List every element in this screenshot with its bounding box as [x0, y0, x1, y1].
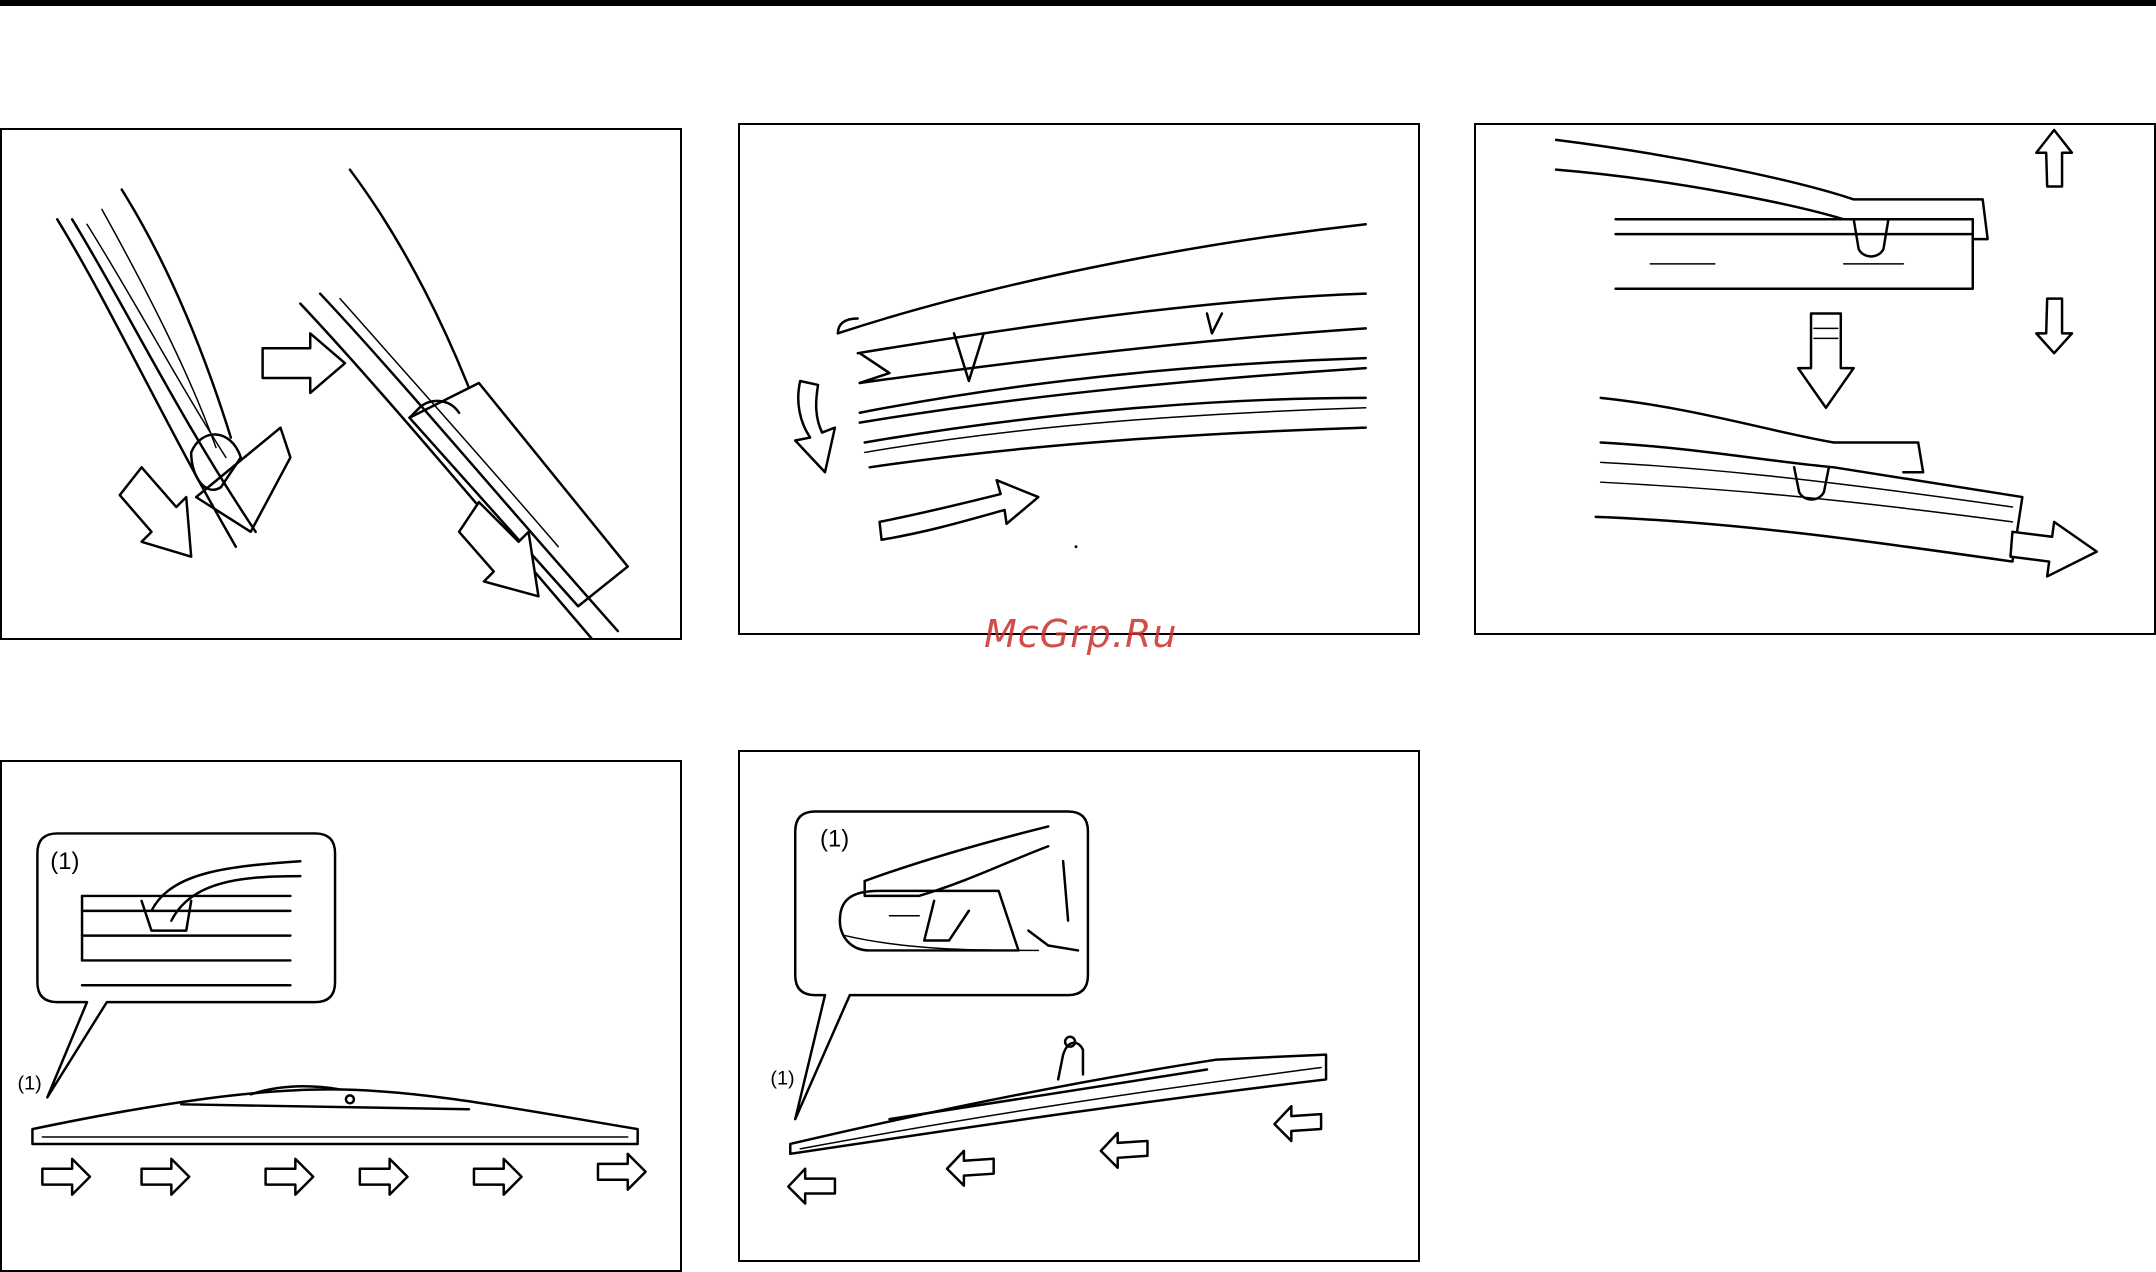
figure-1-illustration [2, 130, 680, 638]
figure-blade-insert-removal [0, 128, 682, 640]
pointer-label-1: (1) [770, 1067, 794, 1089]
figure-insert-slide-out [1474, 123, 2156, 635]
figure-blade-hook-release [738, 123, 1420, 635]
callout-label-1: (1) [820, 825, 849, 852]
figure-4-illustration: (1) (1) [2, 762, 680, 1270]
direction-arrows [42, 1154, 645, 1195]
figure-2-illustration [740, 125, 1418, 633]
pointer-label-1: (1) [18, 1072, 42, 1094]
callout-label-1: (1) [50, 848, 79, 875]
figure-3-illustration [1476, 125, 2154, 633]
figure-5-illustration: (1) (1) [740, 752, 1418, 1260]
watermark-text: McGrp.Ru [984, 612, 1177, 656]
figure-rear-wiper-detail: (1) (1) [738, 750, 1420, 1262]
direction-arrows [788, 1106, 1321, 1203]
page-top-rule [0, 0, 2156, 6]
figure-front-wiper-detail: (1) (1) [0, 760, 682, 1272]
